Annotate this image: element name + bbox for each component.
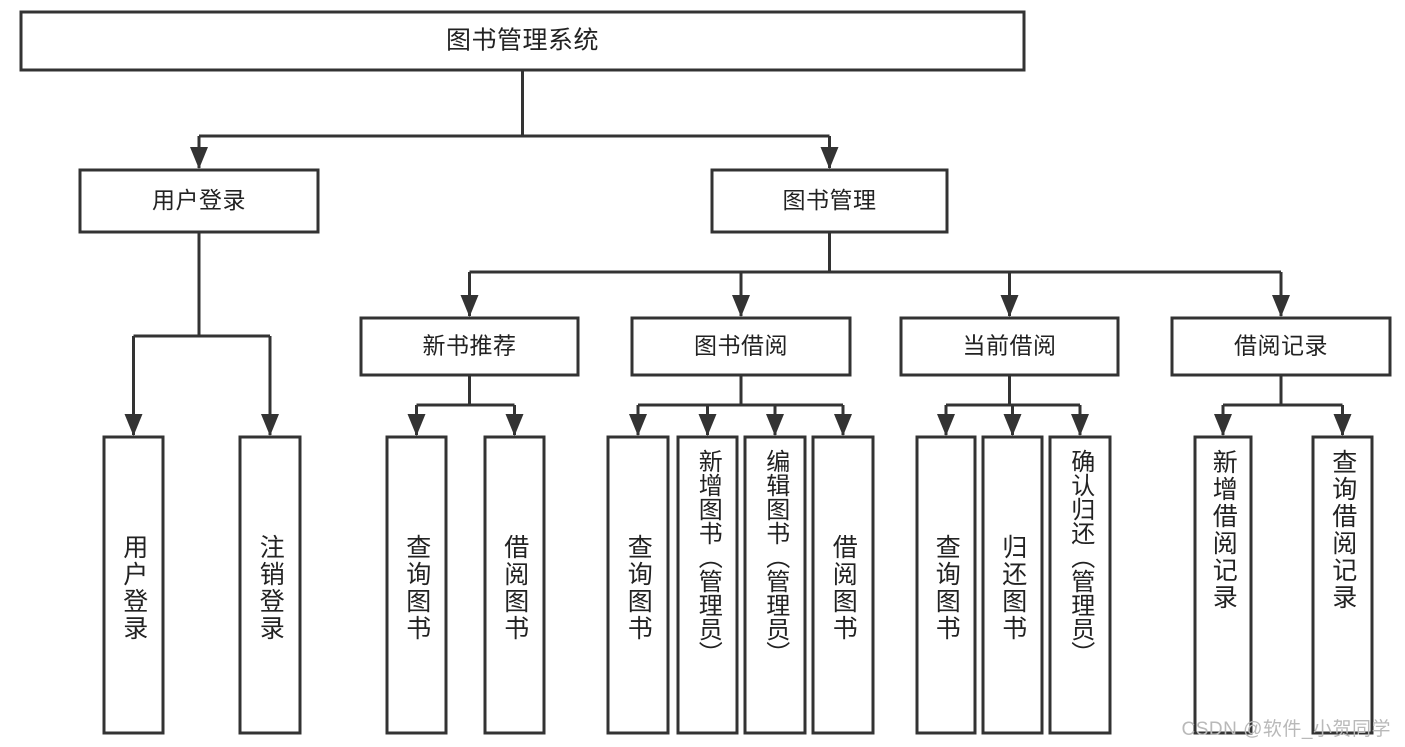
node-level2-0[interactable] (359, 316, 580, 377)
node-leaf-7[interactable] (811, 435, 875, 735)
node-leaf-2[interactable] (385, 435, 448, 735)
node-leaf-10[interactable] (1048, 435, 1112, 735)
node-leaf-5[interactable] (676, 435, 739, 735)
connectors-layer (124, 70, 1352, 436)
node-level2-2[interactable] (899, 316, 1120, 377)
arrow-head-icon (937, 414, 955, 436)
node-leaf-4[interactable] (606, 435, 670, 735)
arrow-head-icon (1333, 414, 1352, 436)
node-level1-label-1: 图书管理 (783, 187, 877, 213)
node-leaf-11[interactable] (1193, 435, 1253, 735)
arrow-head-icon (1003, 414, 1022, 436)
arrow-head-icon (698, 414, 717, 436)
node-leaf-8[interactable] (915, 435, 977, 735)
arrow-head-icon (629, 414, 647, 436)
arrow-head-icon (261, 414, 279, 436)
node-level2-3[interactable] (1170, 316, 1392, 377)
node-leaf-1[interactable] (238, 435, 302, 735)
node-level2-1[interactable] (630, 316, 852, 377)
arrow-head-icon (190, 147, 208, 169)
arrow-head-icon (407, 414, 426, 436)
arrow-head-icon (505, 414, 524, 436)
node-leaf-12[interactable] (1311, 435, 1374, 735)
node-level2-label-1: 图书借阅 (694, 333, 788, 359)
node-leaf-3[interactable] (483, 435, 546, 735)
arrow-head-icon (1071, 414, 1089, 436)
node-level2-label-0: 新书推荐 (423, 333, 517, 359)
node-leaf-9[interactable] (981, 435, 1044, 735)
arrow-head-icon (820, 147, 839, 169)
node-root[interactable] (19, 10, 1026, 72)
node-level1-label-0: 用户登录 (152, 187, 246, 213)
csdn-watermark: CSDN @软件_小贺同学 (1181, 719, 1391, 740)
arrow-head-icon (460, 295, 479, 317)
arrow-head-icon (1000, 295, 1019, 317)
node-root-label: 图书管理系统 (446, 27, 599, 55)
node-level1-1[interactable] (710, 168, 949, 234)
arrow-head-icon (834, 414, 852, 436)
arrow-head-icon (766, 414, 784, 436)
node-leaf-0[interactable] (102, 435, 165, 735)
arrow-head-icon (124, 414, 143, 436)
arrow-head-icon (1272, 295, 1290, 317)
arrow-head-icon (1214, 414, 1232, 436)
node-level2-label-3: 借阅记录 (1234, 333, 1328, 359)
arrow-head-icon (732, 295, 750, 317)
node-level2-label-2: 当前借阅 (963, 333, 1057, 359)
boxes-layer (19, 10, 1392, 735)
node-leaf-6[interactable] (743, 435, 807, 735)
node-level1-0[interactable] (78, 168, 320, 234)
